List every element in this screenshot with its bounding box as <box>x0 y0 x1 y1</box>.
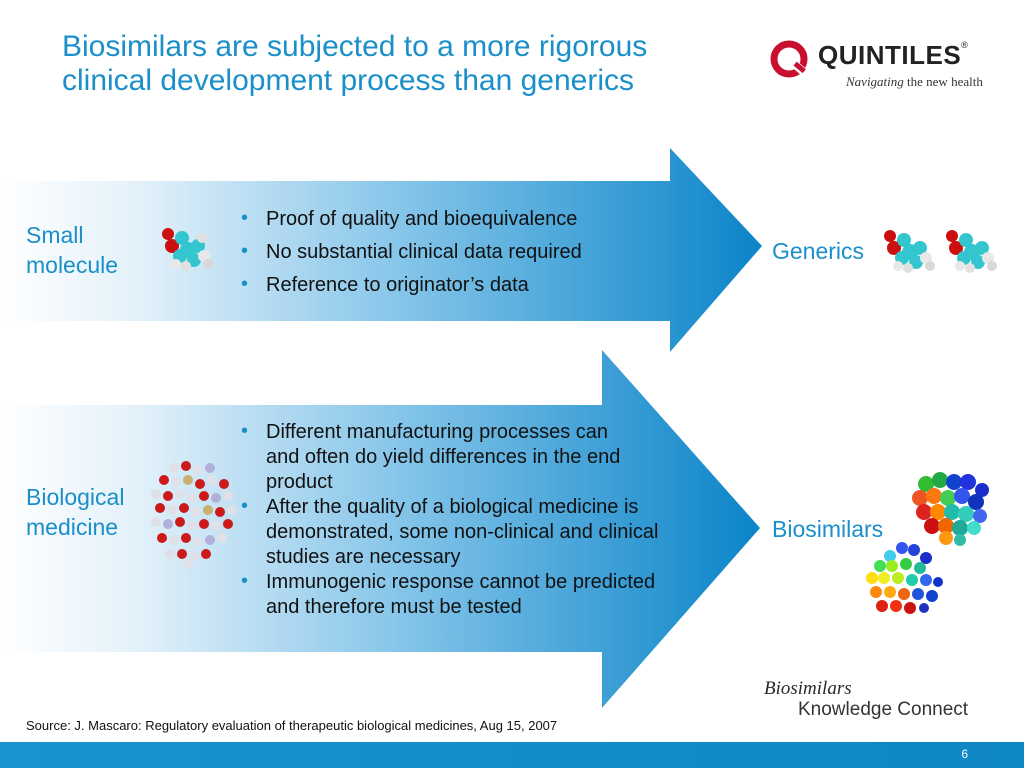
quintiles-logo-mark-icon <box>770 40 808 78</box>
bullet-item: Proof of quality and bioequivalence <box>238 202 698 236</box>
label-generics: Generics <box>772 238 865 264</box>
quintiles-wordmark: QUINTILES® <box>818 40 969 70</box>
small-molecule-icon <box>162 228 213 271</box>
biological-medicine-bullets: Different manufacturing processes can an… <box>238 419 693 620</box>
slide-title: Biosimilars are subjected to a more rigo… <box>62 30 648 97</box>
biosimilar-protein-icon <box>912 472 989 546</box>
bullet-item: Different manufacturing processes can an… <box>238 419 626 495</box>
label-small-molecule: Small molecule <box>26 222 119 278</box>
biosimilars-knowledge-connect-logo: Biosimilars Knowledge Connect <box>764 678 969 720</box>
page-number: 6 <box>961 747 968 761</box>
footer-bar: 6 <box>0 742 1024 768</box>
protein-molecule-icon <box>151 461 237 569</box>
generic-molecule-icon <box>946 230 997 273</box>
bullet-item: Reference to originator’s data <box>238 268 698 302</box>
label-biosimilars: Biosimilars <box>772 516 884 542</box>
bullet-item: Immunogenic response cannot be predicted… <box>238 569 676 620</box>
small-molecule-bullets: Proof of quality and bioequivalence No s… <box>238 202 698 302</box>
quintiles-tagline: Navigating the new health <box>846 74 983 89</box>
bullet-item: After the quality of a biological medici… <box>238 494 693 570</box>
label-biological-medicine: Biological medicine <box>26 484 125 540</box>
source-citation: Source: J. Mascaro: Regulatory evaluatio… <box>26 718 558 733</box>
biosimilar-protein-icon <box>866 542 943 614</box>
bullet-item: No substantial clinical data required <box>238 235 698 269</box>
generic-molecule-icon <box>884 230 935 273</box>
quintiles-logo: QUINTILES® Navigating the new health <box>768 36 1000 96</box>
